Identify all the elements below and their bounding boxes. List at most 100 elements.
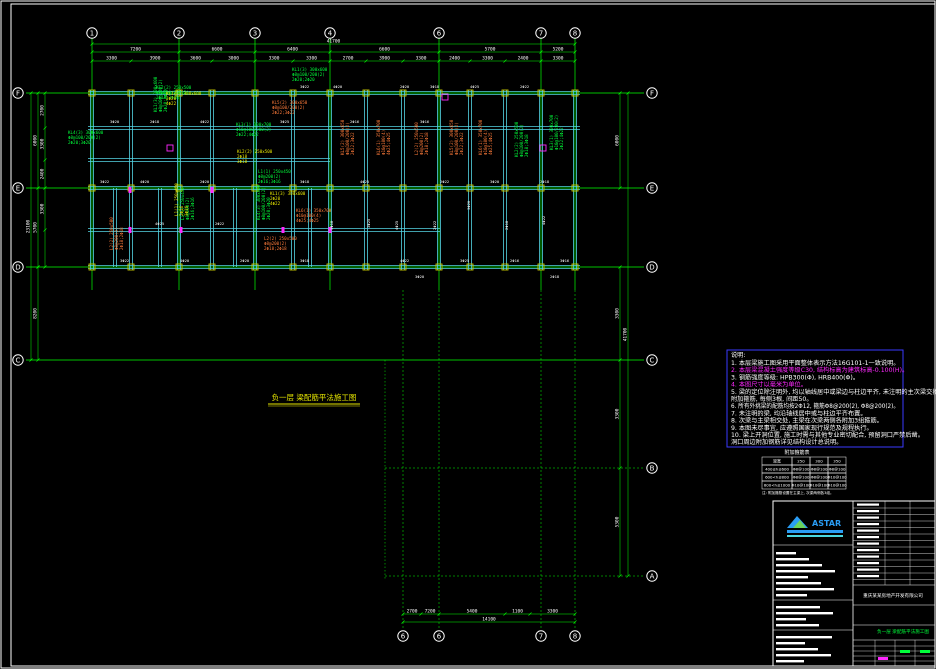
dim-bottom-spans-tick xyxy=(419,612,423,616)
stirrup-table-cell: 300 xyxy=(815,459,823,464)
column xyxy=(175,89,183,97)
dim-left-spans-tick xyxy=(43,265,47,269)
title-block-text-stub xyxy=(857,529,879,532)
axis-bubble-label: D xyxy=(15,263,20,271)
axis-bubble-label: 4 xyxy=(328,29,333,37)
span-tag-white-vertical: 4Φ22 xyxy=(541,216,546,225)
beam-tag-yellow-line: 3Φ16 xyxy=(184,205,189,216)
dim-left-spans-tick xyxy=(43,186,47,190)
beam-annotations: KL1(3) 300x600Φ8@100/200(2)2Φ20;2Φ20KL2(… xyxy=(68,67,570,279)
beam-tag-green-vertical-line: Φ8@100/200(2) xyxy=(261,187,266,220)
title-block-text-stub xyxy=(776,624,819,627)
span-tag-white: 3Φ22 xyxy=(300,84,309,89)
title-block-text-stub xyxy=(857,510,879,513)
beam-tag-orange-vertical-line: 2Φ22;3Φ22 xyxy=(459,132,464,155)
column xyxy=(326,184,334,192)
span-tag-white: 2Φ18 xyxy=(540,179,550,184)
column xyxy=(537,89,545,97)
dim-bottom-spans-text: 1100 xyxy=(512,609,523,615)
company-logo-text: ASTAR xyxy=(812,519,841,528)
title-block-text-stub xyxy=(857,568,879,571)
axis-bubble-label: 6 xyxy=(401,632,406,640)
title-block-text-stub xyxy=(776,618,806,621)
dim-left-total-tick xyxy=(29,358,33,362)
beam-tag-yellow-line: 4Φ22 xyxy=(166,101,177,106)
beam-tag-green-line: KL2(2) 250x500 xyxy=(156,85,192,90)
axis-bubble-label: A xyxy=(650,572,655,580)
dim-top-sub-text: 3000 xyxy=(228,56,239,62)
axis-bubble-right: F xyxy=(646,87,658,99)
column xyxy=(251,263,259,271)
notes-heading: 说明: xyxy=(731,351,745,359)
title-block-border xyxy=(772,500,936,667)
column xyxy=(88,89,96,97)
axis-bubble-label: F xyxy=(16,89,20,97)
column xyxy=(501,184,509,192)
span-tag-white: 2Φ20 xyxy=(400,84,410,89)
dim-top-sub-tick xyxy=(90,59,94,63)
column xyxy=(289,263,297,271)
dim-right-total-text: 41700 xyxy=(623,327,629,341)
dim-top-sub-text: 2400 xyxy=(518,56,529,62)
span-tag-white: 3Φ16 xyxy=(420,119,430,124)
beam-tag-green-vertical-line: 2Φ22;4Φ22 xyxy=(559,127,564,150)
beam-tag-green-line: KL3(1) 300x700 xyxy=(236,122,272,127)
title-block-text-stub xyxy=(857,542,879,545)
span-tag-white: 2Φ22 xyxy=(520,84,529,89)
stirrup-table-cell: 350 xyxy=(833,459,841,464)
dim-right-lower-text: 3300 xyxy=(615,408,621,419)
dim-top-sub-text: 2700 xyxy=(343,56,354,62)
dim-top-spans-text: 5200 xyxy=(553,47,564,53)
axis-bubble-circle xyxy=(535,27,547,39)
drawing-title: 负一层 梁配筋平法施工图 xyxy=(272,392,357,402)
beam-tag-orange-line: 2Φ18;2Φ18 xyxy=(264,246,287,251)
title-block-text-stub xyxy=(776,636,832,639)
dim-left-groups-text: 6000 xyxy=(33,135,39,146)
dim-top-total-tick xyxy=(90,42,94,46)
axis-bubble-right: B xyxy=(646,462,658,474)
dim-left-spans-text: 2400 xyxy=(40,168,46,179)
beam-tag-green-vertical-line: L1(1) 250x450 xyxy=(180,187,185,220)
dim-top-sub-tick xyxy=(401,59,405,63)
title-block-text-stub xyxy=(857,575,879,578)
column xyxy=(466,89,474,97)
notes-border xyxy=(726,349,904,448)
beam-support-marker xyxy=(281,227,285,233)
axis-bubble-left: C xyxy=(12,354,24,366)
span-tag-white: 3Φ18 xyxy=(430,84,440,89)
beam-tag-orange-vertical-line: Φ8@200(2) xyxy=(419,132,424,155)
beam-tag-green-line: Φ8@100/200(2) xyxy=(292,72,325,77)
axis-bubble-bottom: 6 xyxy=(433,630,445,642)
column xyxy=(362,263,370,271)
dim-right-total-tick xyxy=(626,574,630,578)
logo-leaf-icon xyxy=(793,520,806,528)
stirrup-table-cell: Φ10@100 xyxy=(827,483,847,488)
stirrup-table-footnote: 注: 附加箍筋设置在主梁上, 次梁两侧各3组。 xyxy=(762,490,834,495)
beam-tag-orange-vertical-line: L2(2) 250x500 xyxy=(414,122,419,155)
axis-bubble-label: 7 xyxy=(539,632,543,640)
axis-bubble-left: F xyxy=(12,87,24,99)
axis-bubble-bottom: 8 xyxy=(569,630,581,642)
column xyxy=(399,263,407,271)
span-tag-white: 2Φ22 xyxy=(440,179,449,184)
beam-support-marker xyxy=(128,187,132,193)
span-tag-white: 2Φ20 xyxy=(200,179,210,184)
span-tag-white: 4Φ22 xyxy=(200,119,209,124)
beam-tag-green-line: 2Φ18;3Φ18 xyxy=(156,95,179,100)
notes-item: 1. 本层梁施工图采用平面整体表示方法16G101-1一致说明。 xyxy=(731,359,899,367)
general-notes-block: 说明: 1. 本层梁施工图采用平面整体表示方法16G101-1一致说明。2. 本… xyxy=(726,349,936,448)
span-tag-white-vertical: 3Φ20 xyxy=(466,200,471,210)
span-tag-white-vertical: 3Φ25 xyxy=(366,219,371,228)
beam-tag-green-line: KL4(3) 300x600 xyxy=(68,130,104,135)
column xyxy=(537,263,545,271)
column xyxy=(208,89,216,97)
span-tag-white-vertical: 2Φ22 xyxy=(432,221,437,230)
